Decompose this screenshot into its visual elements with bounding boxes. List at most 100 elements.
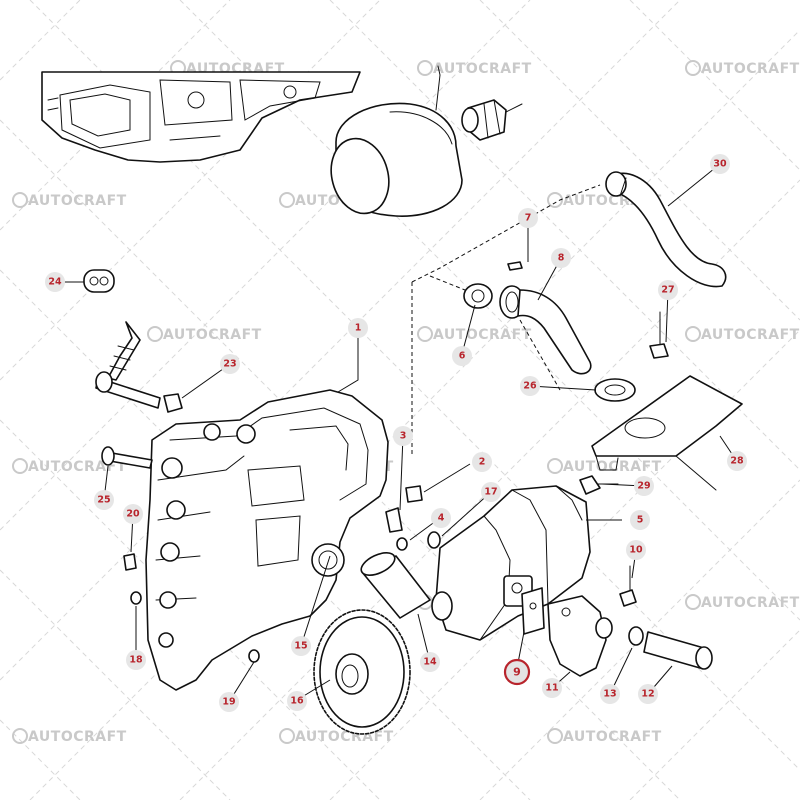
callout-26: 26 [520, 376, 540, 396]
watermark-9: AUTOCRAFT [685, 326, 799, 343]
svg-text:AUTOCRAFT: AUTOCRAFT [563, 459, 662, 475]
bolt-10 [619, 565, 637, 607]
callout-1: 1 [348, 318, 368, 338]
assembly-guide-lines [411, 184, 601, 455]
svg-text:2: 2 [479, 457, 486, 468]
watermark-8: AUTOCRAFT [417, 326, 532, 343]
watermark-18: AUTOCRAFT [547, 728, 662, 745]
svg-text:28: 28 [730, 456, 744, 467]
oil-filter [330, 65, 463, 217]
watermark-15: AUTOCRAFT [685, 594, 800, 611]
callout-23: 23 [220, 354, 240, 374]
svg-text:AUTOCRAFT: AUTOCRAFT [163, 327, 262, 343]
washer-19 [248, 649, 260, 663]
svg-text:AUTOCRAFT: AUTOCRAFT [295, 729, 394, 745]
callout-5: 5 [630, 510, 650, 530]
svg-text:15: 15 [294, 641, 307, 652]
callout-20: 20 [123, 504, 143, 524]
watermark-7: AUTOCRAFT [147, 326, 262, 343]
washer-18 [130, 591, 142, 605]
callout-10: 10 [626, 540, 646, 560]
bolt-25 [101, 446, 153, 469]
svg-text:18: 18 [129, 655, 143, 666]
gear-16 [313, 609, 411, 735]
pipe-30 [605, 171, 727, 288]
callout-15: 15 [291, 636, 311, 656]
callout-labels: 1 2 3 4 5 6 7 8 9 10 11 12 13 14 15 16 1… [45, 154, 747, 712]
svg-text:13: 13 [603, 689, 616, 700]
stud-20 [123, 553, 137, 571]
sleeve-14 [360, 552, 431, 619]
svg-text:26: 26 [523, 381, 537, 392]
svg-text:20: 20 [126, 509, 140, 520]
pin-3 [385, 507, 403, 533]
filter-adaptor [461, 99, 523, 141]
svg-text:27: 27 [661, 285, 674, 296]
callout-14: 14 [420, 652, 440, 672]
svg-text:9: 9 [513, 666, 521, 679]
watermark-12: AUTOCRAFT [547, 458, 662, 475]
callout-3: 3 [393, 426, 413, 446]
callout-29: 29 [634, 476, 654, 496]
callout-24: 24 [45, 272, 65, 292]
svg-text:AUTOCRAFT: AUTOCRAFT [28, 459, 127, 475]
svg-text:24: 24 [48, 277, 62, 288]
svg-text:AUTOCRAFT: AUTOCRAFT [701, 595, 800, 611]
elbow-11 [547, 595, 613, 677]
svg-text:11: 11 [545, 683, 558, 694]
bolt-27 [649, 311, 669, 359]
callout-25: 25 [94, 490, 114, 510]
svg-text:AUTOCRAFT: AUTOCRAFT [433, 327, 532, 343]
svg-text:10: 10 [629, 545, 643, 556]
svg-text:4: 4 [438, 513, 445, 524]
svg-text:AUTOCRAFT: AUTOCRAFT [28, 193, 127, 209]
gasket-9 [521, 587, 545, 635]
svg-text:1: 1 [355, 323, 362, 334]
callout-4: 4 [431, 508, 451, 528]
watermark-4: AUTOCRAFT [12, 192, 127, 209]
watermark-16: AUTOCRAFT [12, 728, 127, 745]
callout-8: 8 [551, 248, 571, 268]
bolt-29 [579, 475, 619, 495]
callout-11: 11 [542, 678, 562, 698]
svg-text:29: 29 [637, 481, 650, 492]
svg-text:8: 8 [558, 253, 565, 264]
svg-text:17: 17 [484, 487, 497, 498]
callout-6: 6 [452, 346, 472, 366]
callout-19: 19 [219, 692, 239, 712]
svg-text:19: 19 [222, 697, 235, 708]
svg-text:7: 7 [525, 213, 532, 224]
svg-text:AUTOCRAFT: AUTOCRAFT [433, 61, 532, 77]
svg-text:23: 23 [223, 359, 236, 370]
watermark-10: AUTOCRAFT [12, 458, 127, 475]
pipe-12 [643, 631, 713, 670]
washer-4 [396, 537, 408, 551]
pin-2 [405, 485, 423, 503]
bolt-assembly-24-23 [83, 269, 183, 413]
svg-text:16: 16 [290, 696, 304, 707]
oring-17 [427, 531, 441, 549]
svg-text:12: 12 [641, 689, 654, 700]
callout-13: 13 [600, 684, 620, 704]
svg-text:AUTOCRAFT: AUTOCRAFT [563, 729, 662, 745]
engine-housing-fragment [41, 71, 361, 163]
callout-7: 7 [518, 208, 538, 228]
callout-16: 16 [287, 691, 307, 711]
svg-text:25: 25 [97, 495, 110, 506]
callout-17: 17 [481, 482, 501, 502]
gasket-26 [594, 378, 636, 402]
svg-text:AUTOCRAFT: AUTOCRAFT [28, 729, 127, 745]
svg-text:6: 6 [459, 351, 466, 362]
svg-text:3: 3 [400, 431, 407, 442]
callout-9-highlighted: 9 [503, 658, 531, 686]
svg-text:AUTOCRAFT: AUTOCRAFT [701, 61, 800, 77]
bracket-plate-28 [591, 375, 743, 491]
svg-text:5: 5 [637, 515, 644, 526]
callout-30: 30 [710, 154, 730, 174]
callout-18: 18 [126, 650, 146, 670]
callout-2: 2 [472, 452, 492, 472]
pipe-8 [499, 285, 592, 375]
watermark-3: AUTOCRAFT [685, 60, 800, 77]
